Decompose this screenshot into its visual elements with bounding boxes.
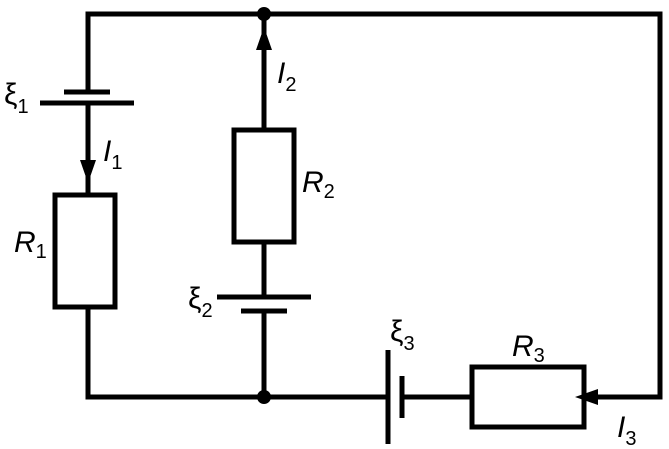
resistor-1 — [52, 192, 118, 310]
emf-3-symbol — [385, 350, 405, 444]
current-1-arrow — [80, 160, 96, 183]
wire-outer-loop — [85, 11, 663, 400]
resistor-2-label: R2 — [302, 166, 335, 203]
emf-2-label: ξ2 — [188, 282, 213, 322]
emf-2-symbol — [217, 294, 311, 314]
emf-1-symbol — [40, 89, 134, 106]
resistor-2 — [231, 127, 297, 245]
resistor-3 — [469, 364, 587, 430]
junction-top — [257, 7, 271, 21]
current-1-label: I1 — [103, 135, 122, 174]
current-3-arrow — [575, 389, 598, 405]
resistor-1-label: R1 — [14, 226, 47, 263]
current-2-label: I2 — [277, 57, 296, 96]
current-3-label: I3 — [617, 411, 636, 449]
junction-bottom — [257, 390, 271, 404]
current-2-arrow — [256, 27, 272, 50]
resistor-3-label: R3 — [512, 330, 545, 367]
emf-1-label: ξ1 — [4, 78, 29, 118]
wires — [85, 11, 663, 400]
emf-3-label: ξ3 — [390, 315, 415, 355]
wire-left-bottom — [85, 304, 391, 400]
